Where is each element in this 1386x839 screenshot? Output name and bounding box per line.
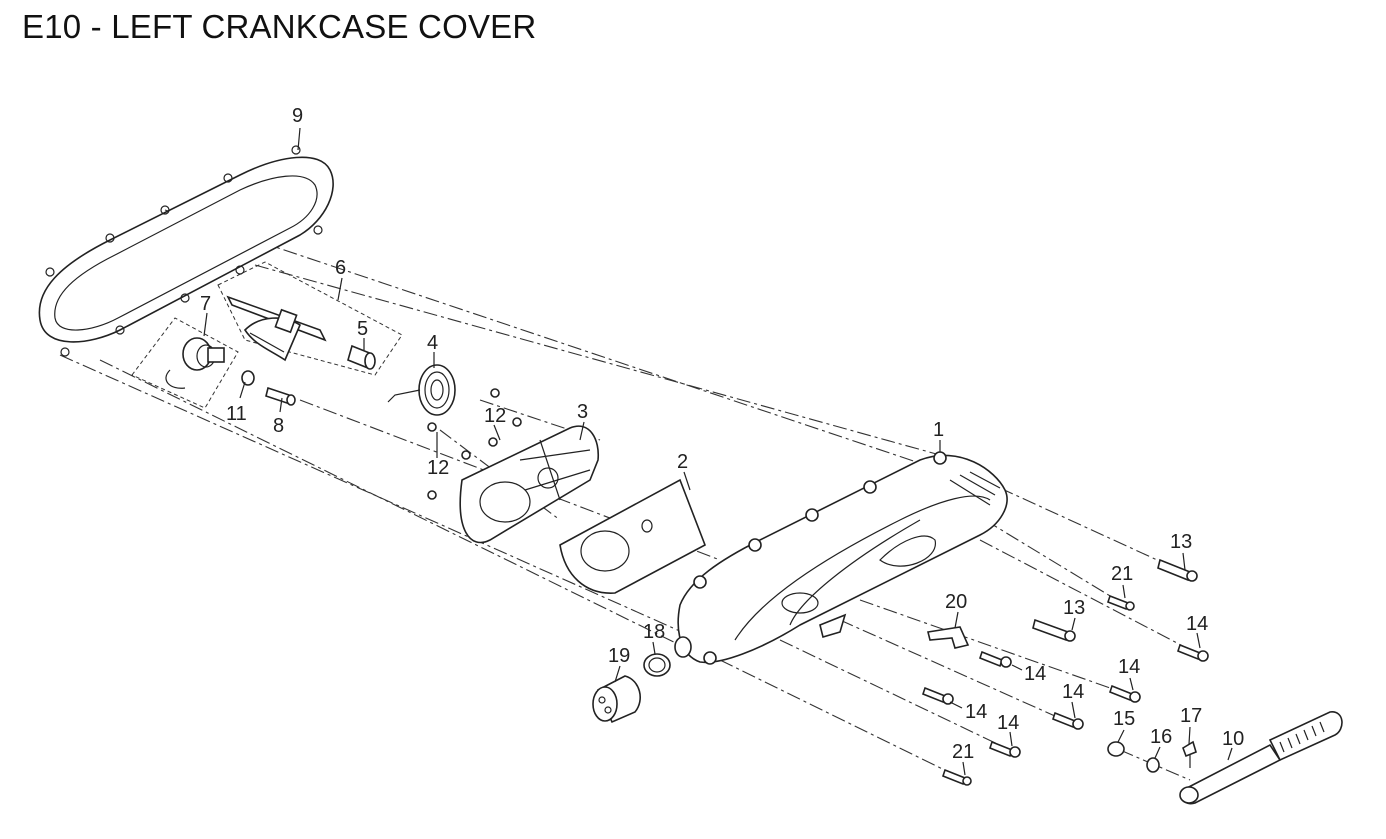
kick-starter-shaft xyxy=(226,295,327,362)
callout-14-f: 14 xyxy=(997,712,1019,734)
callout-14-c: 14 xyxy=(1118,656,1140,678)
callout-10: 10 xyxy=(1222,728,1244,750)
return-spring xyxy=(387,364,456,416)
callout-12-lower: 12 xyxy=(427,457,449,479)
washer xyxy=(241,370,255,386)
washer-15 xyxy=(1107,741,1125,757)
callout-8: 8 xyxy=(273,415,284,437)
callout-3: 3 xyxy=(577,401,588,423)
callout-leaders xyxy=(203,127,1233,776)
left-crankcase-cover xyxy=(674,451,1008,665)
callout-labels: 9 6 7 5 4 11 8 12 12 3 2 1 13 21 13 14 2… xyxy=(200,105,1244,763)
cover-seal-plate xyxy=(559,478,707,594)
long-bolts xyxy=(942,558,1198,786)
gasket xyxy=(38,145,334,357)
callout-1: 1 xyxy=(933,419,944,441)
callout-14-e: 14 xyxy=(1062,681,1084,703)
callout-2: 2 xyxy=(677,451,688,473)
kick-pedal xyxy=(1179,711,1343,805)
callout-17: 17 xyxy=(1180,705,1202,727)
short-bolts xyxy=(922,643,1209,758)
inner-cover-plate xyxy=(459,425,600,544)
group-box-kick-shaft xyxy=(217,261,403,376)
small-bolts xyxy=(427,388,522,500)
callout-21-lower: 21 xyxy=(952,741,974,763)
clip-16 xyxy=(1146,757,1160,773)
callout-6: 6 xyxy=(335,257,346,279)
callout-14-b: 14 xyxy=(1024,663,1046,685)
callout-16: 16 xyxy=(1150,726,1172,748)
shaft-bushing xyxy=(347,344,376,370)
pedal-bolt xyxy=(1182,740,1197,768)
callout-20: 20 xyxy=(945,591,967,613)
air-duct-cap xyxy=(592,675,641,724)
seal-ring xyxy=(643,653,671,677)
group-box-starter-gear xyxy=(131,317,239,409)
starter-driven-gear xyxy=(165,337,225,389)
callout-14-a: 14 xyxy=(1186,613,1208,635)
callout-14-d: 14 xyxy=(965,701,987,723)
callout-7: 7 xyxy=(200,293,211,315)
guide-pin xyxy=(265,386,296,406)
page-title: E10 - LEFT CRANKCASE COVER xyxy=(22,8,537,45)
callout-19: 19 xyxy=(608,645,630,667)
callout-9: 9 xyxy=(292,105,303,127)
callout-4: 4 xyxy=(427,332,438,354)
callout-21-upper: 21 xyxy=(1111,563,1133,585)
callout-13-lower: 13 xyxy=(1063,597,1085,619)
callout-18: 18 xyxy=(643,621,665,643)
callout-5: 5 xyxy=(357,318,368,340)
callout-13-upper: 13 xyxy=(1170,531,1192,553)
callout-12-upper: 12 xyxy=(484,405,506,427)
bracket xyxy=(927,626,970,649)
callout-11: 11 xyxy=(226,403,247,425)
callout-15: 15 xyxy=(1113,708,1135,730)
